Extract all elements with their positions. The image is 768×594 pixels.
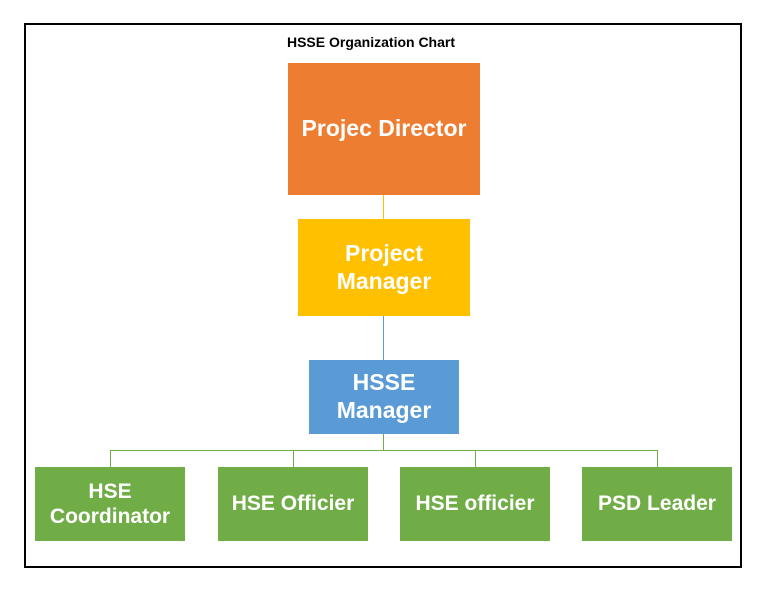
node-label-line: PSD Leader	[598, 492, 716, 516]
node-hse-officier-2: HSE officier	[400, 467, 550, 541]
node-project-manager: Project Manager	[298, 219, 470, 316]
connector-bus	[110, 450, 658, 451]
node-hse-coordinator: HSE Coordinator	[35, 467, 185, 541]
connector-drop-4	[657, 450, 658, 467]
node-project-director: Projec Director	[288, 63, 480, 195]
node-label-line: Projec Director	[301, 115, 467, 142]
connector-hsse-bus	[383, 434, 384, 450]
node-psd-leader: PSD Leader	[582, 467, 732, 541]
connector-director-pm	[383, 195, 384, 219]
org-chart-frame: HSSE Organization Chart Projec Director …	[24, 23, 742, 568]
node-label-line: Coordinator	[49, 505, 171, 528]
connector-drop-3	[475, 450, 476, 467]
chart-title: HSSE Organization Chart	[286, 34, 456, 50]
connector-drop-2	[293, 450, 294, 467]
node-label-line: Manager	[336, 267, 432, 294]
node-hse-officier-1: HSE Officier	[218, 467, 368, 541]
node-label-line: HSE	[88, 479, 132, 503]
node-label-line: Manager	[336, 397, 432, 423]
node-label-line: Project	[345, 239, 423, 266]
node-label-line: HSE Officier	[231, 492, 355, 516]
connector-drop-1	[110, 450, 111, 467]
node-label-line: HSSE	[352, 369, 416, 396]
connector-pm-hsse	[383, 316, 384, 360]
node-label-line: HSE officier	[415, 492, 535, 516]
node-hsse-manager: HSSE Manager	[309, 360, 459, 434]
